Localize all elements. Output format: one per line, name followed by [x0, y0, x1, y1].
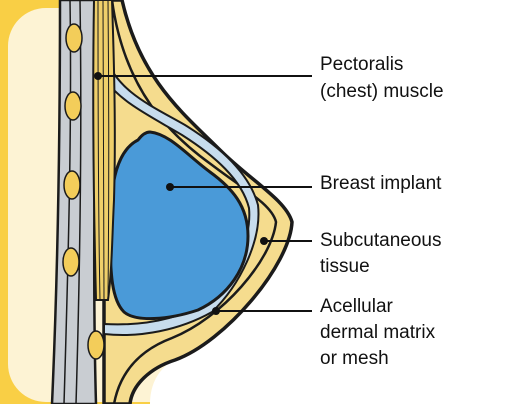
- implant-pointer-dot: [166, 183, 174, 191]
- matrix-label-line2: dermal matrix: [320, 321, 435, 344]
- pectoralis-pointer-dot: [94, 72, 102, 80]
- rib-nodule: [65, 92, 81, 120]
- matrix-label-line1: Acellular: [320, 295, 393, 318]
- pectoralis-label-line1: Pectoralis: [320, 53, 403, 76]
- rib-nodule: [63, 248, 79, 276]
- subcutaneous-pointer-dot: [260, 237, 268, 245]
- rib-nodule: [88, 331, 104, 359]
- implant-label: Breast implant: [320, 172, 441, 195]
- rib-nodule: [64, 171, 80, 199]
- matrix-pointer-dot: [212, 307, 220, 315]
- matrix-label-line3: or mesh: [320, 347, 389, 370]
- pectoralis-label-line2: (chest) muscle: [320, 80, 444, 103]
- subcutaneous-label-line2: tissue: [320, 255, 370, 278]
- rib-nodule: [66, 24, 82, 52]
- subcutaneous-label-line1: Subcutaneous: [320, 229, 442, 252]
